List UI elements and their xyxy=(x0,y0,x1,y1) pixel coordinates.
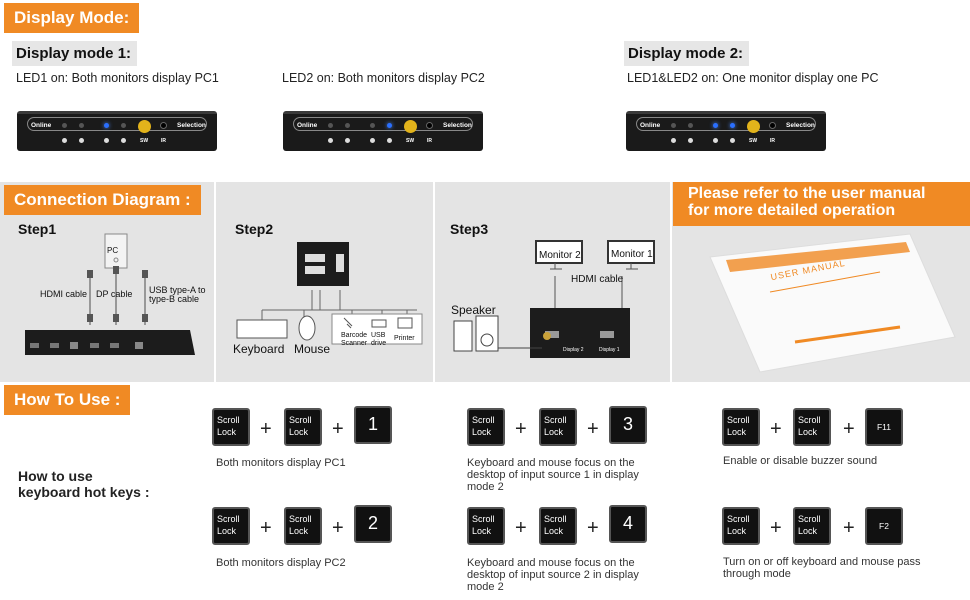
speaker-label: Speaker xyxy=(451,303,496,317)
selection-label: Selection xyxy=(786,122,815,129)
hotkey-description-5: Enable or disable buzzer sound xyxy=(723,455,878,467)
plus-sign: + xyxy=(587,418,599,440)
key-1: 1 xyxy=(354,406,392,444)
scroll-lock-key: Scroll Lock xyxy=(539,507,577,545)
plus-sign: + xyxy=(770,517,782,539)
sw-label: SW xyxy=(749,138,758,144)
step3-title: Step3 xyxy=(450,221,489,237)
led1-indicator xyxy=(370,123,375,128)
scroll-lock-key: Scroll Lock xyxy=(212,507,250,545)
hdmi-cable-label: HDMI cable xyxy=(40,289,88,299)
online-label: Online xyxy=(297,122,318,129)
sw-label: SW xyxy=(140,138,149,144)
hotkey-description-2: Both monitors display PC2 xyxy=(216,557,346,569)
keyboard-label: Keyboard xyxy=(233,342,285,356)
switch-button xyxy=(138,120,151,133)
display1-label: Display 1 xyxy=(599,347,620,353)
scroll-lock-key: Scroll Lock xyxy=(722,408,760,446)
hotkeys-label: How to use keyboard hot keys : xyxy=(18,468,150,500)
ir-label: IR xyxy=(427,138,432,144)
plus-sign: + xyxy=(843,418,855,440)
ir-label: IR xyxy=(770,138,775,144)
monitor2-label: Monitor 2 xyxy=(539,250,581,261)
device-panel-led1-led2: Online Selection SW IR xyxy=(626,111,826,151)
display-mode-1-title: Display mode 1: xyxy=(12,41,138,66)
manual-note: Please refer to the user manual for more… xyxy=(688,185,926,219)
led1-led2-description: LED1&LED2 on: One monitor display one PC xyxy=(627,71,879,85)
led1-description: LED1 on: Both monitors display PC1 xyxy=(16,71,219,85)
hotkey-description-6: Turn on or off keyboard and mouse pass t… xyxy=(723,556,921,580)
barcode-scanner-label: Barcode Scanner xyxy=(341,332,368,347)
scroll-lock-key: Scroll Lock xyxy=(212,408,250,446)
display-mode-header: Display Mode: xyxy=(4,3,140,33)
scroll-lock-key: Scroll Lock xyxy=(467,408,505,446)
scroll-lock-key: Scroll Lock xyxy=(467,507,505,545)
scroll-lock-key: Scroll Lock xyxy=(539,408,577,446)
step2-title: Step2 xyxy=(235,221,274,237)
hdmi-cable-label-step3: HDMI cable xyxy=(571,274,624,285)
switch-button xyxy=(747,120,760,133)
online-led xyxy=(62,123,67,128)
led2-indicator xyxy=(121,123,126,128)
hotkey-description-3: Keyboard and mouse focus on the desktop … xyxy=(467,457,639,493)
online-label: Online xyxy=(31,122,52,129)
scroll-lock-key: Scroll Lock xyxy=(284,507,322,545)
plus-sign: + xyxy=(770,418,782,440)
key-3: 3 xyxy=(609,406,647,444)
device-panel-led1: Online Selection SW IR xyxy=(17,111,217,151)
key-f11: F11 xyxy=(865,408,903,446)
hotkey-description-4: Keyboard and mouse focus on the desktop … xyxy=(467,557,639,593)
plus-sign: + xyxy=(260,418,272,440)
step2-illustration xyxy=(236,242,423,345)
scroll-lock-key: Scroll Lock xyxy=(284,408,322,446)
led2-description: LED2 on: Both monitors display PC2 xyxy=(282,71,485,85)
switch-button xyxy=(404,120,417,133)
key-2: 2 xyxy=(354,505,392,543)
led1-indicator xyxy=(713,123,718,128)
printer-label: Printer xyxy=(394,335,415,342)
hotkey-description-1: Both monitors display PC1 xyxy=(216,457,346,469)
online-led xyxy=(79,123,84,128)
plus-sign: + xyxy=(332,418,344,440)
usb-drive-label: USB drive xyxy=(371,332,387,347)
scroll-lock-key: Scroll Lock xyxy=(722,507,760,545)
connection-diagram-header: Connection Diagram : xyxy=(4,185,201,215)
usb-cable-label: USB type-A to type-B cable xyxy=(149,285,206,304)
scroll-lock-key: Scroll Lock xyxy=(793,507,831,545)
selection-label: Selection xyxy=(443,122,472,129)
key-4: 4 xyxy=(609,505,647,543)
user-manual-booklet xyxy=(709,233,956,373)
plus-sign: + xyxy=(515,418,527,440)
plus-sign: + xyxy=(332,517,344,539)
display2-label: Display 2 xyxy=(563,347,584,353)
online-label: Online xyxy=(640,122,661,129)
plus-sign: + xyxy=(260,517,272,539)
ir-label: IR xyxy=(161,138,166,144)
plus-sign: + xyxy=(843,517,855,539)
step1-title: Step1 xyxy=(18,221,57,237)
scroll-lock-key: Scroll Lock xyxy=(793,408,831,446)
step1-illustration xyxy=(25,233,195,355)
led2-indicator xyxy=(387,123,392,128)
step3-illustration xyxy=(453,240,655,358)
ir-sensor xyxy=(769,122,776,129)
mouse-label: Mouse xyxy=(294,342,331,356)
ir-sensor xyxy=(426,122,433,129)
sw-label: SW xyxy=(406,138,415,144)
plus-sign: + xyxy=(515,517,527,539)
device-panel-led2: Online Selection SW IR xyxy=(283,111,483,151)
led2-indicator xyxy=(730,123,735,128)
monitor1-label: Monitor 1 xyxy=(611,249,653,260)
led1-indicator xyxy=(104,123,109,128)
dp-cable-label: DP cable xyxy=(96,289,133,299)
display-mode-2-title: Display mode 2: xyxy=(624,41,750,66)
how-to-use-header: How To Use : xyxy=(4,385,131,415)
key-f2: F2 xyxy=(865,507,903,545)
plus-sign: + xyxy=(587,517,599,539)
pc-label: PC xyxy=(107,246,119,255)
ir-sensor xyxy=(160,122,167,129)
selection-label: Selection xyxy=(177,122,206,129)
